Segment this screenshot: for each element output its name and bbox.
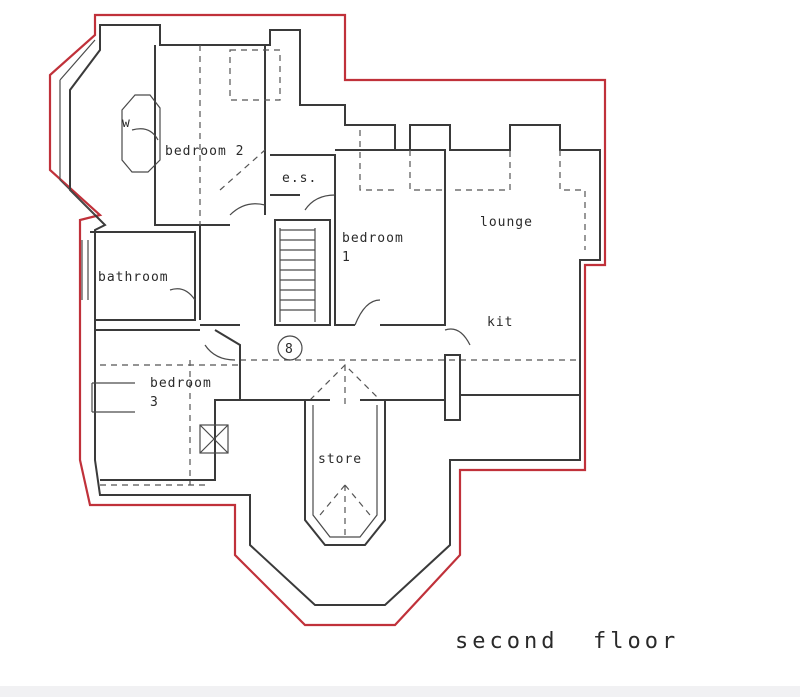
bedroom-2-walls: [154, 45, 266, 226]
wardrobe-unit: [121, 94, 161, 173]
bathroom-window: [81, 240, 89, 300]
bedroom-1-window-bay: [359, 130, 445, 191]
room-label-bedroom-3: bedroom: [150, 376, 212, 391]
bedroom-3-walls: [95, 329, 241, 481]
store-inner: [312, 405, 378, 538]
bedroom-1-door: [354, 299, 381, 326]
floor-caption: second floor: [455, 629, 679, 654]
lounge-door: [444, 328, 471, 346]
plan-marker-circle: [277, 335, 303, 361]
bathroom-door: [169, 288, 196, 301]
room-label-bedroom-2: bedroom 2: [165, 144, 244, 159]
lounge-fitted: [455, 150, 586, 250]
hall-walls: [199, 225, 240, 326]
store-walls: [304, 400, 386, 546]
room-label-lounge: lounge: [480, 215, 533, 230]
room-label-store: store: [318, 452, 362, 467]
room-label-wardrobe: w: [122, 116, 131, 131]
en-suite-walls: [270, 154, 336, 196]
hall-door: [229, 203, 266, 216]
bay-window-left: [59, 39, 96, 216]
room-label-bedroom-1-number: 1: [342, 250, 351, 265]
stair-well: [274, 219, 331, 326]
wardrobe-door: [131, 128, 159, 141]
bedroom-3-chimney: [199, 424, 229, 454]
room-label-bedroom-3-number: 3: [150, 395, 159, 410]
room-label-bedroom-1: bedroom: [342, 231, 404, 246]
room-label-kit: kit: [487, 315, 513, 330]
bedroom-3-fitted: [100, 360, 240, 486]
en-suite-door: [304, 194, 336, 211]
corridor-walls: [240, 354, 580, 421]
room-label-bathroom: bathroom: [98, 270, 169, 285]
stair-treads: [279, 228, 316, 322]
property-boundary: [48, 13, 607, 627]
bedroom-3-door: [204, 344, 236, 361]
bedroom-3-chimney-cross: [199, 424, 229, 454]
plan-marker-number: 8: [285, 342, 294, 357]
store-roof-lines: [309, 364, 381, 540]
room-label-en-suite: e.s.: [282, 171, 317, 186]
bathroom-walls: [90, 231, 196, 321]
bedroom-2-fitted: [199, 45, 281, 225]
bottom-strip: [0, 686, 800, 697]
bedroom-3-window: [91, 382, 135, 413]
bedroom-1-walls: [334, 149, 446, 326]
